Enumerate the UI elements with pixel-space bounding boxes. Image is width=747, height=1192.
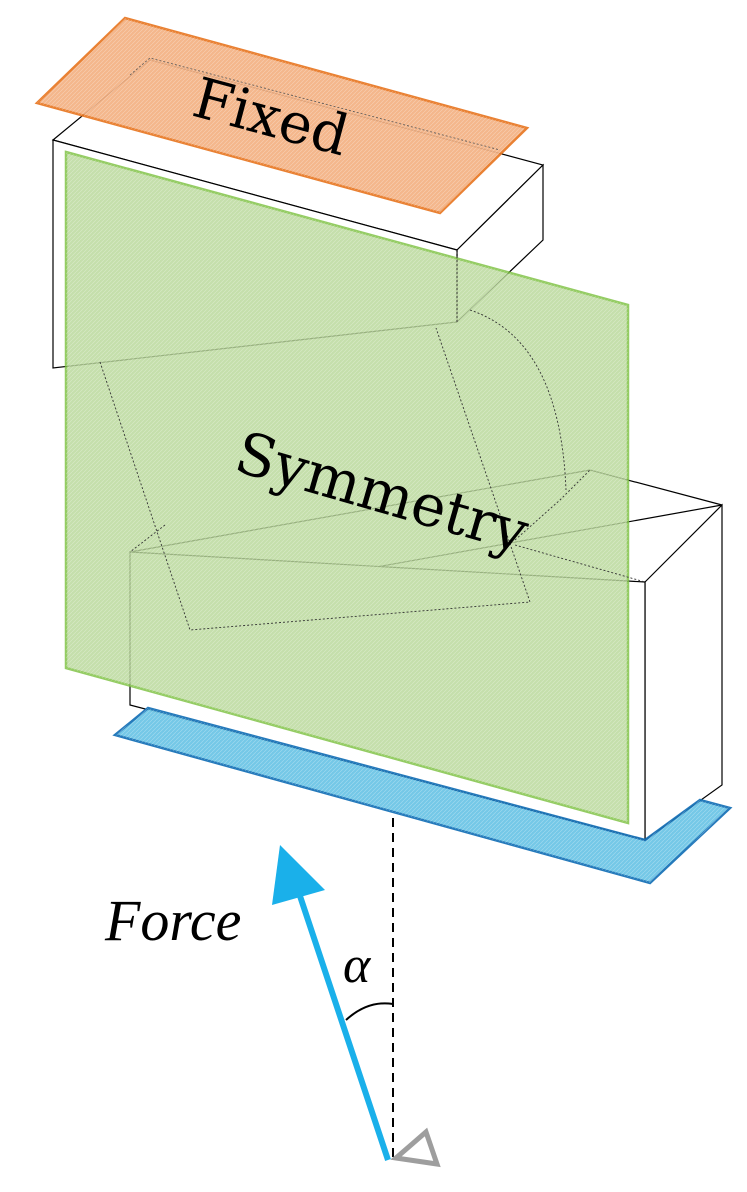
force-arrow-icon <box>272 845 391 1161</box>
bottom-plate <box>112 706 733 885</box>
force-label: Force <box>104 888 241 953</box>
triangle-support-icon <box>390 1127 441 1168</box>
fixed-plane <box>34 16 530 215</box>
angle-label: α <box>343 937 372 994</box>
hidden-edges <box>99 250 646 631</box>
symmetry-plane <box>64 150 630 825</box>
angle-arc-icon <box>345 1002 394 1021</box>
lower-block-right-face <box>644 503 723 842</box>
